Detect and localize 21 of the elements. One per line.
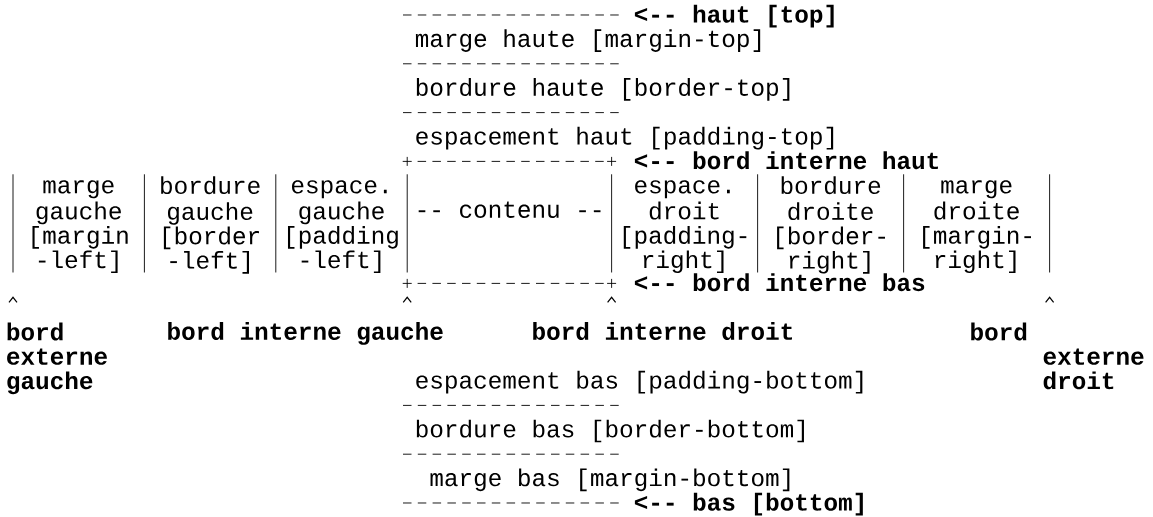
edge-name-label: bord interne droit: [533, 322, 792, 340]
layer-label: espacement bas [padding-bottom]: [416, 370, 863, 394]
pointer-label: <-- bord interne bas: [634, 273, 925, 292]
edge-name-label: bord interne gauche: [168, 322, 443, 345]
layer-label: bordure droite [border- right]: [777, 176, 885, 274]
pointer-label: <-- bas [bottom]: [634, 492, 863, 516]
edge-name-label: bord externe gauche: [7, 322, 107, 395]
content-label: -- contenu --: [418, 201, 601, 218]
pointer-label: <-- bord interne haut: [634, 151, 938, 170]
edge-name-label: bord externe droit: [971, 322, 1144, 390]
pointer-label: <-- haut [top]: [634, 4, 834, 28]
layer-label: bordure bas [border-bottom]: [416, 419, 804, 443]
layer-label: marge haute [margin-top]: [415, 29, 761, 52]
layer-label: marge gauche [margin -left]: [32, 180, 128, 274]
layer-label: bordure haute [border-top]: [416, 78, 790, 101]
layer-label: marge droite [margin- right]: [923, 180, 1031, 274]
layer-label: espacement haut [padding-top]: [416, 126, 834, 150]
layer-label: espace. gauche [padding -left]: [288, 180, 398, 274]
layer-label: bordure gauche [border -left]: [161, 176, 260, 274]
layer-label: marge bas [margin-bottom]: [430, 468, 790, 492]
layer-label: espace. droit [padding- right]: [623, 180, 747, 274]
